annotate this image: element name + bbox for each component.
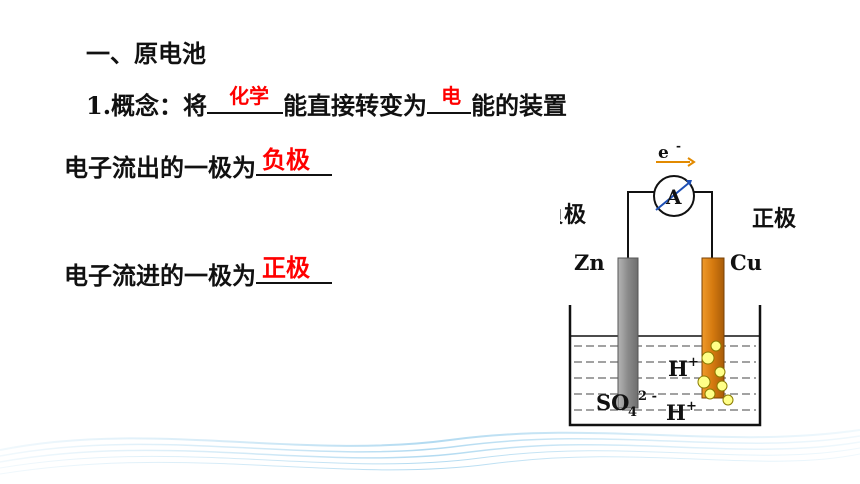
concept-blank-1: 化学	[207, 84, 284, 114]
electron-arrow-head	[687, 157, 696, 167]
ion-hydrogen-1: H	[668, 356, 688, 381]
ion-hydrogen-1-sup: +	[688, 355, 699, 370]
zinc-label: Zn	[574, 250, 605, 275]
concept-blank-2: 电	[427, 84, 472, 114]
zinc-electrode	[617, 257, 639, 409]
electron-out-answer: 负极	[262, 146, 310, 174]
galvanic-cell-diagram: e - A 负极 正极 Zn Cu H + SO 4 2 - H +	[560, 140, 797, 427]
right-wire	[690, 191, 713, 260]
concept-line: 1.概念：将化学能直接转变为电能的装置	[86, 84, 568, 121]
electron-in-blank: 正极	[256, 254, 332, 284]
negative-electrode-label: 负极	[560, 203, 587, 228]
copper-label: Cu	[730, 250, 762, 275]
electron-in-line: 电子流进的一极为正极	[64, 254, 332, 291]
electron-in-answer: 正极	[262, 254, 310, 282]
positive-electrode-label: 正极	[752, 207, 797, 232]
ion-sulfate: SO	[596, 390, 629, 415]
concept-middle: 能直接转变为	[283, 92, 428, 120]
ammeter-label: A	[665, 185, 682, 209]
electron-in-text: 电子流进的一极为	[64, 262, 256, 290]
ion-sulfate-sup: 2 -	[638, 389, 657, 404]
concept-prefix: 1.概念：将	[86, 91, 208, 120]
electron-out-blank: 负极	[256, 146, 332, 176]
section-heading: 一、原电池	[86, 40, 206, 68]
electron-label: e	[658, 143, 669, 163]
concept-suffix: 能的装置	[471, 92, 568, 120]
left-wire	[627, 191, 658, 260]
ion-hydrogen-2: H	[666, 400, 686, 425]
decorative-wave-background	[0, 429, 860, 475]
electron-sup: -	[676, 140, 681, 153]
electron-out-line: 电子流出的一极为负极	[64, 146, 332, 183]
ion-sulfate-sub: 4	[628, 405, 637, 420]
concept-answer-2: 电	[441, 84, 462, 108]
ammeter-needle-tip	[686, 180, 692, 186]
hydrogen-bubbles	[697, 340, 734, 406]
ion-hydrogen-2-sup: +	[686, 399, 697, 414]
beaker	[568, 305, 762, 427]
electron-out-text: 电子流出的一极为	[64, 154, 256, 182]
ammeter-needle	[655, 181, 691, 211]
concept-answer-1: 化学	[229, 84, 270, 108]
